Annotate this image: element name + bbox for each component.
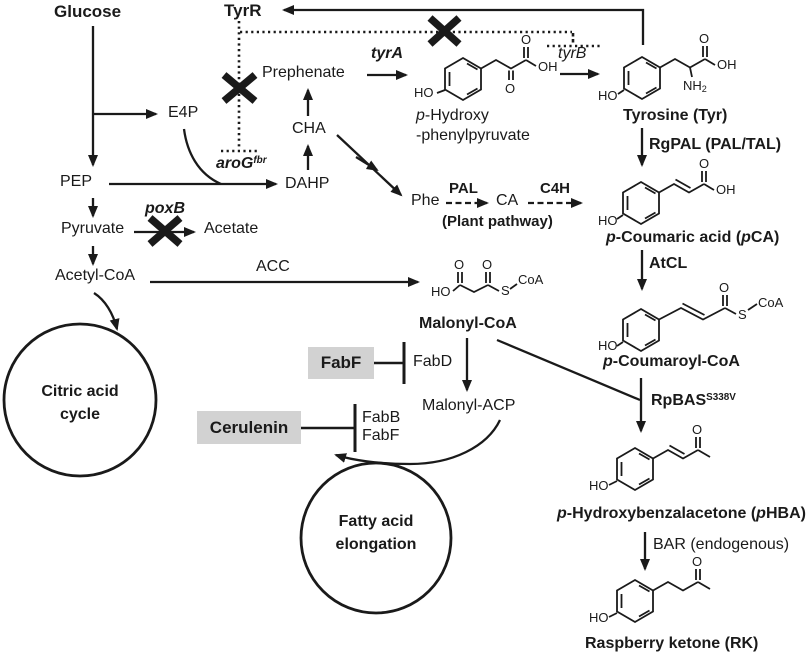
- label-p-coumaroyl-coa: p-Coumaroyl-CoA: [603, 353, 740, 370]
- label-fabb: FabB: [362, 409, 401, 426]
- citric-acid-cycle-circle: [2, 322, 158, 478]
- label-poxb-gene: poxB: [145, 200, 185, 217]
- label-tyrosine: Tyrosine (Tyr): [623, 107, 728, 124]
- label-fatty-acid-elongation: Fatty acid elongation: [308, 510, 444, 556]
- label-p-coumaric-acid: p-Coumaric acid (pCA): [606, 229, 780, 246]
- label-phe: Phe: [411, 192, 440, 209]
- repression-dotted-lines: [221, 21, 600, 153]
- label-fabd: FabD: [413, 353, 453, 370]
- fatty-line1: Fatty acid: [338, 513, 414, 530]
- structure-raspberry-ketone: [608, 569, 711, 624]
- atom-ho: HO: [589, 610, 609, 625]
- label-c4h-enzyme: C4H: [540, 180, 571, 197]
- atom-o: O: [505, 81, 516, 96]
- fatty-line2: elongation: [335, 536, 417, 554]
- atom-o: O: [692, 422, 703, 437]
- label-atcl-enzyme: AtCL: [649, 255, 688, 272]
- label-raspberry-ketone: Raspberry ketone (RK): [585, 635, 759, 652]
- label-malonyl-coa: Malonyl-CoA: [419, 315, 517, 332]
- label-malonyl-acp: Malonyl-ACP: [422, 397, 516, 414]
- label-e4p: E4P: [168, 104, 199, 121]
- label-citric-acid-cycle: Citric acid cycle: [12, 380, 148, 426]
- solid-arrows: [88, 5, 650, 571]
- label-phba: p-Hydroxybenzalacetone (pHBA): [557, 505, 806, 522]
- atom-oh: OH: [717, 57, 737, 72]
- atom-s: S: [738, 307, 747, 322]
- atom-ho: HO: [414, 85, 434, 100]
- label-php-line1: p-Hydroxy: [416, 107, 489, 124]
- label-plant-pathway: (Plant pathway): [442, 213, 553, 230]
- label-arog-gene: aroGfbr: [216, 154, 267, 172]
- label-pyruvate: Pyruvate: [61, 220, 125, 237]
- cerulenin-inhibitor-box: Cerulenin: [197, 411, 301, 444]
- label-fabf: FabF: [362, 427, 400, 444]
- chemical-structure-bonds: [436, 46, 758, 624]
- atom-ho: HO: [431, 284, 451, 299]
- atom-o: O: [521, 32, 532, 47]
- atom-ho: HO: [598, 213, 618, 228]
- label-ca: CA: [496, 192, 519, 209]
- structure-p-hydroxyphenylpyruvate: [436, 47, 537, 102]
- atom-coa: CoA: [518, 272, 544, 287]
- label-tyrb-gene: tyrB: [558, 45, 587, 62]
- label-tyra-gene: tyrA: [371, 45, 404, 62]
- label-acc-enzyme: ACC: [256, 258, 290, 275]
- citric-line1: Citric acid: [41, 383, 119, 400]
- label-glucose: Glucose: [54, 2, 122, 21]
- atom-oh: OH: [538, 59, 558, 74]
- atom-o: O: [719, 280, 730, 295]
- structure-p-hydroxybenzalacetone: [608, 437, 711, 492]
- knockout-x-icon: [427, 15, 462, 47]
- knockout-x-icon: [147, 215, 183, 247]
- inhibition-tbars: [301, 342, 406, 452]
- label-acetate: Acetate: [204, 220, 259, 237]
- atom-ho: HO: [589, 478, 609, 493]
- atom-nh2: NH2: [683, 78, 707, 95]
- atom-oh: OH: [716, 182, 736, 197]
- structure-p-coumaric-acid: [616, 171, 715, 226]
- label-prephenate: Prephenate: [262, 64, 345, 81]
- label-rpbas-enzyme: RpBASS338V: [651, 391, 736, 409]
- atom-o: O: [482, 257, 493, 272]
- label-rgpal-enzyme: RgPAL (PAL/TAL): [649, 136, 782, 153]
- citric-line2: cycle: [59, 406, 101, 424]
- structure-tyrosine: [617, 46, 716, 101]
- atom-ho: HO: [598, 338, 618, 353]
- atom-o: O: [454, 257, 465, 272]
- fatty-acid-elongation-circle: [299, 461, 453, 615]
- atom-o: O: [692, 554, 703, 569]
- label-dahp: DAHP: [285, 175, 330, 192]
- atom-o: O: [699, 156, 710, 171]
- structure-malonyl-coa: [452, 272, 518, 294]
- label-tyrr: TyrR: [224, 1, 262, 20]
- atom-ho: HO: [598, 88, 618, 103]
- fabf-inhibitor-box: FabF: [308, 347, 374, 379]
- label-php-line2: -phenylpyruvate: [416, 127, 530, 144]
- label-acetyl-coa: Acetyl-CoA: [55, 267, 136, 284]
- atom-s: S: [501, 283, 510, 298]
- knockout-x-icon: [221, 72, 258, 104]
- atom-o: O: [699, 31, 710, 46]
- atom-coa: CoA: [758, 295, 784, 310]
- label-pep: PEP: [60, 173, 93, 190]
- label-cha: CHA: [292, 120, 326, 137]
- label-pal-enzyme: PAL: [449, 180, 478, 197]
- structure-p-coumaroyl-coa: [616, 295, 758, 353]
- label-bar-enzyme: BAR (endogenous): [653, 536, 790, 553]
